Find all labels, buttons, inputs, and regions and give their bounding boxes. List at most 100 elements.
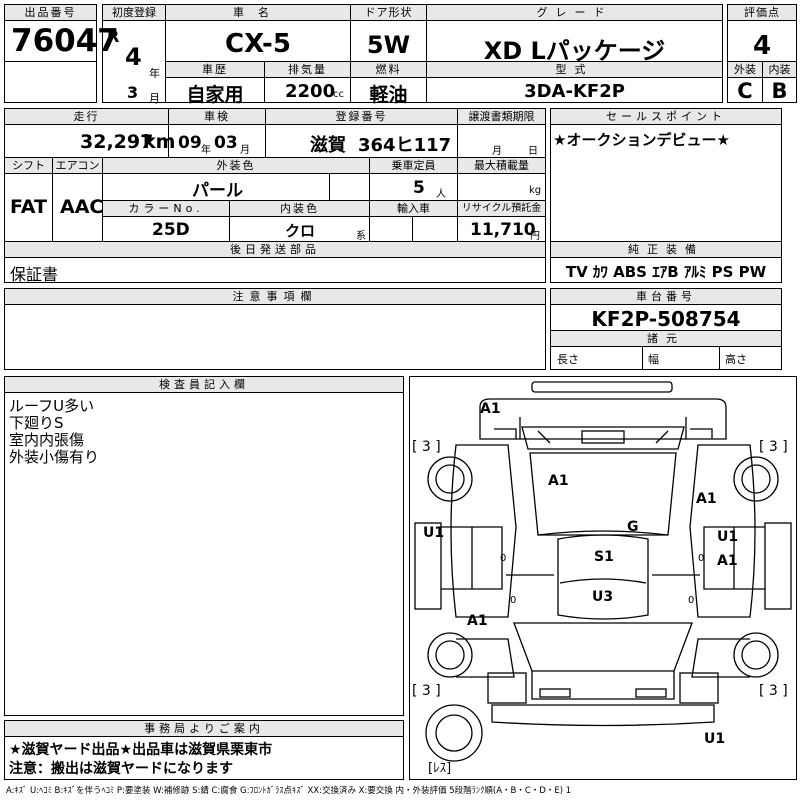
mileage: 32,297 [80, 131, 154, 153]
plate-number: 364ヒ117 [358, 135, 452, 156]
sales-point: ★オークションデビュー★ [553, 131, 730, 149]
inspector-line: 室内内張傷 [9, 431, 85, 449]
lot-number-cell: 出品番号 76047 [4, 4, 119, 62]
sales-point-label: セールスポイント [551, 109, 781, 125]
damage-mark: G [627, 519, 639, 535]
exterior-grade: C [737, 79, 753, 103]
import-label: 輸入車 [370, 201, 458, 217]
specs-label: 諸元 [551, 331, 781, 347]
ext-color-label: 外装色 [103, 158, 370, 174]
inspector-line: ルーフU多い [9, 397, 95, 415]
sales-point-cell: セールスポイント ★オークションデビュー★ [550, 108, 782, 242]
capacity: 5 [413, 178, 425, 198]
recycle-label: リサイクル預託金 [458, 201, 545, 217]
lot-number-label: 出品番号 [5, 5, 96, 21]
details-block [4, 108, 546, 242]
inspector-line: 外装小傷有り [9, 448, 100, 466]
tire-front-right: [ 3 ] [759, 439, 788, 455]
ext-color: パール [192, 181, 243, 201]
interior-grade: B [771, 79, 788, 103]
plate-region: 滋賀 [310, 135, 346, 156]
chassis-number: KF2P-508754 [591, 307, 741, 331]
width-label: 幅 [648, 353, 659, 366]
office-line-1: ★滋賀ヤード出品★出品車は滋賀県栗東市 [9, 742, 273, 758]
color-no-label: カラーNo. [103, 201, 230, 217]
max-load-label: 最大積載量 [458, 158, 545, 174]
damage-mark: A1 [717, 553, 738, 569]
capacity-unit: 人 [436, 189, 446, 200]
grade-cell: グレード XD Lパッケージ [426, 4, 723, 65]
damage-mark: U1 [717, 529, 739, 545]
transfer-day: 日 [528, 146, 538, 157]
int-color-label: 内装色 [230, 201, 370, 217]
office-cell: 事務局よりご案内 ★滋賀ヤード出品★出品車は滋賀県栗東市 注意：搬出は滋賀ヤード… [4, 720, 404, 780]
zero-mark: 0 [500, 553, 507, 564]
year-unit: 年 [149, 67, 160, 80]
first-registration-cell: 初度登録 R 4 年 3 月 [102, 4, 166, 105]
car-diagram: [ 3 ] [ 3 ] [ 3 ] [ 3 ] [ﾚｽ] A1 A1 A1 G … [409, 376, 797, 780]
later-parts-cell: 後日発送部品 保証書 [4, 241, 546, 284]
car-name-label: 車名 [166, 5, 350, 21]
damage-mark: A1 [480, 401, 501, 417]
legend: A:ｷｽﾞ U:ﾍｺﾐ B:ｷｽﾞを伴うﾍｺﾐ P:要塗装 W:補修跡 S:錆 … [6, 786, 572, 796]
model-label: 型式 [427, 62, 722, 78]
era: R [107, 27, 120, 46]
ac-label: エアコン [53, 158, 103, 174]
notes-label: 注意事項欄 [5, 289, 545, 305]
lot-number: 76047 [11, 23, 119, 59]
later-parts-label: 後日発送部品 [5, 242, 545, 258]
car-name: CX-5 [225, 29, 291, 59]
color-no: 25D [152, 220, 190, 240]
door-type: 5W [366, 31, 411, 59]
inspection-month: 03 [214, 133, 238, 153]
inspection-year: 09 [178, 133, 202, 153]
first-reg-month: 3 [127, 83, 139, 102]
mileage-unit: km [143, 131, 176, 153]
spare-tire-label: [ﾚｽ] [428, 761, 452, 776]
height-label: 高さ [725, 353, 747, 366]
history: 自家用 [186, 84, 244, 106]
displacement-label: 排気量 [265, 62, 350, 78]
damage-mark: U1 [423, 525, 445, 541]
plate-label: 登録番号 [266, 109, 458, 125]
damage-mark: S1 [594, 549, 614, 565]
fuel-label: 燃料 [351, 62, 426, 78]
score-cell: 評価点 4 [727, 4, 797, 62]
zero-mark: 0 [698, 553, 705, 564]
office-label: 事務局よりご案内 [5, 721, 403, 737]
int-color: クロ [285, 222, 316, 240]
interior-cell: 内装 B [762, 61, 797, 103]
chassis-cell: 車台番号 KF2P-508754 諸元 長さ 幅 高さ [550, 288, 782, 370]
first-reg-year: 4 [125, 43, 142, 71]
recycle: 11,710 [470, 220, 536, 240]
damage-mark: U3 [592, 589, 614, 605]
exterior-cell: 外装 C [727, 61, 763, 103]
damage-mark: A1 [548, 473, 569, 489]
inspector-label: 検査員記入欄 [5, 377, 403, 393]
model: 3DA-KF2P [524, 81, 625, 102]
grade: XD Lパッケージ [483, 37, 666, 65]
displacement-unit: cc [333, 89, 344, 100]
score: 4 [752, 31, 772, 61]
int-color-unit: 系 [356, 231, 366, 242]
interior-label: 内装 [763, 62, 796, 78]
zero-mark: 0 [510, 595, 517, 606]
fuel: 軽油 [369, 84, 408, 106]
shift: FAT [10, 196, 47, 218]
zero-mark: 0 [688, 595, 695, 606]
inspection-label: 車検 [169, 109, 266, 125]
equipment-label: 純正装備 [551, 242, 781, 258]
mileage-label: 走行 [5, 109, 169, 125]
transfer-label: 譲渡書類期限 [458, 109, 545, 125]
inspection-year-unit: 年 [201, 145, 211, 156]
car-name-cell: 車名 CX-5 [165, 4, 351, 62]
displacement: 2200 [285, 81, 336, 102]
shift-label: シフト [5, 158, 53, 174]
door-cell: ドア形状 5W [350, 4, 427, 62]
inspector-cell: 検査員記入欄 ルーフU多い 下廻りS 室内内張傷 外装小傷有り [4, 376, 404, 716]
first-registration-label: 初度登録 [103, 5, 165, 21]
history-cell: 車歴 自家用 [165, 61, 265, 106]
displacement-cell: 排気量 2200 cc [264, 61, 351, 103]
max-load-unit: kg [529, 185, 542, 196]
grade-label: グレード [427, 5, 722, 21]
